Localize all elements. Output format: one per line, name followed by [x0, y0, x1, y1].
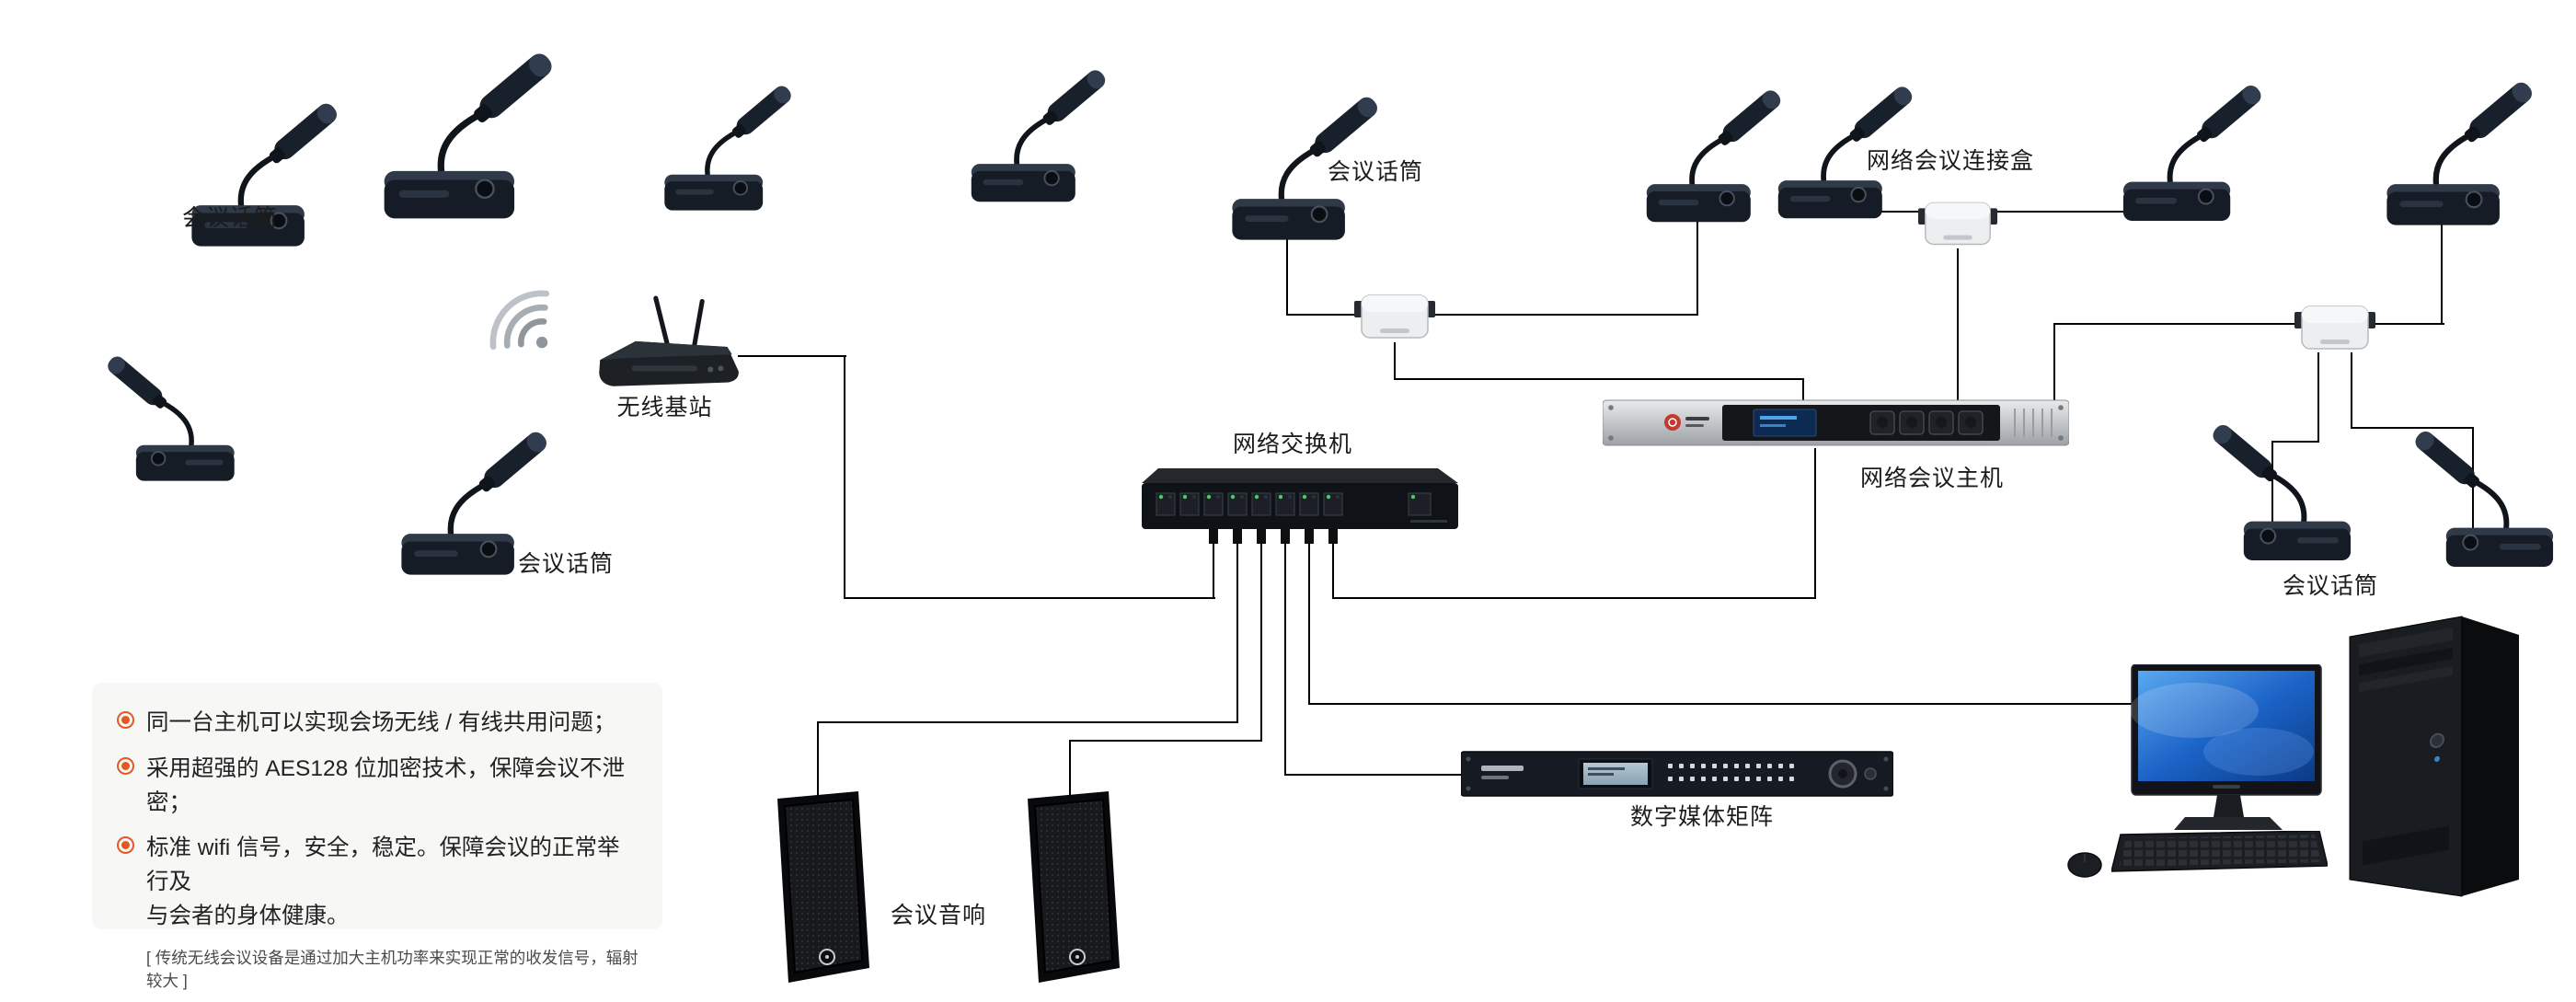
- connection-box-label: 网络会议连接盒: [1866, 148, 2034, 174]
- cable-segment: [2271, 441, 2319, 443]
- bullet-icon: [121, 716, 130, 724]
- cable-segment: [817, 721, 819, 797]
- desktop-monitor: [2130, 664, 2328, 835]
- mic-label: 会议话筒: [181, 205, 278, 231]
- cable-segment: [2374, 323, 2444, 325]
- cable-segment: [2053, 323, 2055, 401]
- conference-speaker: [766, 789, 875, 987]
- keyboard: [2111, 831, 2328, 873]
- cable-segment: [1284, 774, 1465, 776]
- note-item: 标准 wifi 信号，安全，稳定。保障会议的正常举行及 与会者的身体健康。: [116, 832, 638, 933]
- cable-segment: [1814, 448, 1816, 598]
- cable-segment: [2351, 352, 2352, 429]
- conference-mic: [964, 55, 1130, 209]
- pc-tower: [2326, 613, 2530, 900]
- digital-media-matrix-label: 数字媒体矩阵: [1629, 804, 1774, 830]
- cable-segment: [1394, 378, 1804, 380]
- cable-segment: [1286, 314, 1358, 316]
- note-item: 采用超强的 AES128 位加密技术，保障会议不泄密；: [116, 753, 638, 821]
- mic-label: 会议话筒: [2282, 573, 2378, 599]
- cable-segment: [1286, 236, 1288, 316]
- conference-mic: [85, 342, 241, 488]
- mic-label: 会议话筒: [517, 551, 614, 577]
- cable-segment: [844, 356, 845, 598]
- conference-mic: [2116, 70, 2286, 228]
- cable-segment: [738, 355, 846, 357]
- mouse: [2065, 851, 2104, 879]
- conference-mic: [2188, 409, 2358, 568]
- cable-segment: [1995, 211, 2127, 213]
- cable-segment: [2441, 221, 2443, 325]
- connection-box: [1354, 288, 1435, 343]
- conference-mic: [2379, 66, 2559, 233]
- note-footnote: [ 传统无线会议设备是通过加大主机功率来实现正常的收发信号，辐射较大 ]: [146, 948, 638, 990]
- cable-segment: [2351, 427, 2474, 429]
- cable-segment: [1308, 539, 1310, 704]
- cable-segment: [1394, 342, 1396, 380]
- cable-segment: [1880, 211, 1924, 213]
- mic-label: 会议话筒: [1327, 159, 1423, 185]
- cable-segment: [1308, 703, 2132, 705]
- cable-segment: [1069, 740, 1071, 797]
- conference-speaker-label: 会议音响: [890, 903, 986, 928]
- bullet-icon: [121, 841, 130, 850]
- network-switch: [1134, 465, 1460, 550]
- cable-segment: [1332, 539, 1334, 598]
- network-conference-host-label: 网络会议主机: [1859, 466, 2004, 491]
- cable-segment: [1696, 219, 1698, 316]
- cable-segment: [2271, 441, 2273, 525]
- connection-box: [1918, 195, 1997, 250]
- note-text: 标准 wifi 信号，安全，稳定。保障会议的正常举行及 与会者的身体健康。: [146, 835, 620, 928]
- cable-segment: [1332, 597, 1816, 599]
- cable-segment: [1802, 378, 1804, 400]
- notes-panel: 同一台主机可以实现会场无线 / 有线共用问题； 采用超强的 AES128 位加密…: [92, 683, 662, 990]
- cable-segment: [1069, 740, 1262, 742]
- bullet-icon: [121, 761, 130, 770]
- cable-segment: [1433, 314, 1698, 316]
- cable-segment: [1260, 539, 1262, 741]
- conference-mic: [375, 35, 582, 227]
- cable-segment: [1213, 539, 1214, 598]
- note-text: 同一台主机可以实现会场无线 / 有线共用问题；: [146, 710, 616, 735]
- digital-media-matrix: [1461, 750, 1893, 798]
- cable-segment: [2053, 323, 2296, 325]
- cable-segment: [2317, 352, 2319, 443]
- note-text: 采用超强的 AES128 位加密技术，保障会议不泄密；: [146, 755, 626, 815]
- conference-speaker: [1017, 789, 1125, 987]
- wireless-base-station-label: 无线基站: [616, 395, 713, 420]
- conference-mic: [2390, 416, 2560, 574]
- cable-segment: [844, 597, 1215, 599]
- wireless-base-station: [587, 293, 751, 400]
- cable-segment: [817, 721, 1238, 723]
- conference-mic: [658, 72, 814, 217]
- cable-segment: [1957, 248, 1959, 400]
- network-conference-host: [1603, 397, 2069, 448]
- cable-segment: [1236, 539, 1238, 722]
- wifi-signal-icon: [474, 274, 561, 362]
- connection-box: [2294, 299, 2375, 354]
- cable-segment: [1284, 539, 1286, 775]
- note-item: 同一台主机可以实现会场无线 / 有线共用问题；: [116, 707, 638, 741]
- network-switch-label: 网络交换机: [1232, 432, 1352, 457]
